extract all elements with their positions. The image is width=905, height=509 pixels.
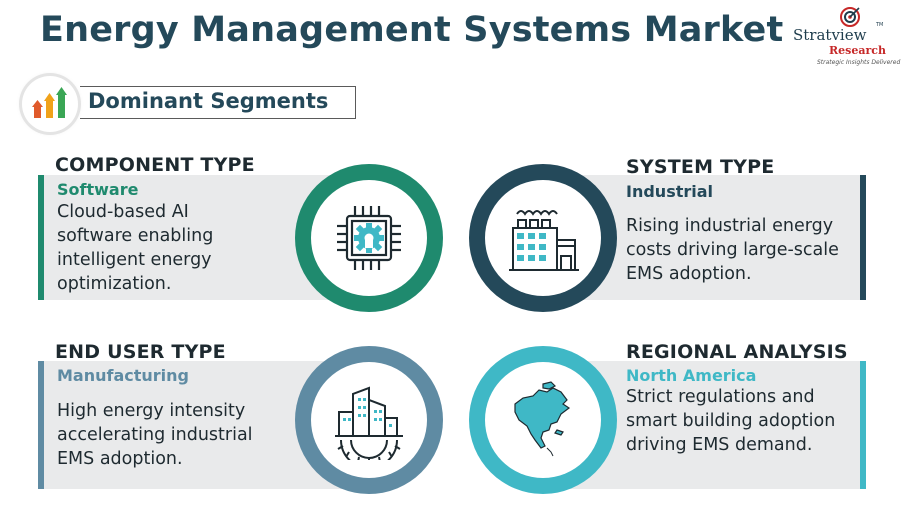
buildings-gear-icon xyxy=(335,386,403,460)
logo-trademark: TM xyxy=(876,22,884,28)
chip-gear-icon xyxy=(337,206,401,270)
page-title: Energy Management Systems Market xyxy=(40,10,784,50)
icon-ring xyxy=(469,164,617,312)
segment-value: Industrial xyxy=(626,182,714,201)
card-accent-bar xyxy=(38,361,44,489)
logo-tagline: Strategic Insights Delivered xyxy=(817,59,901,66)
section-label: Dominant Segments xyxy=(88,89,329,113)
card-accent-bar xyxy=(38,175,44,300)
logo-brand-text: Stratview xyxy=(793,26,867,44)
logo-research-text: Research xyxy=(829,44,886,57)
segment-description: Rising industrial energy costs driving l… xyxy=(626,216,839,284)
north-america-map-icon xyxy=(514,381,571,457)
segment-value: North America xyxy=(626,366,757,385)
icon-ring xyxy=(295,346,443,494)
segment-value: Manufacturing xyxy=(57,366,189,385)
card-accent-bar xyxy=(860,175,866,300)
segment-value: Software xyxy=(57,180,139,199)
segment-description: Cloud-based AI software enabling intelli… xyxy=(57,202,214,294)
growth-arrows-icon xyxy=(32,87,67,118)
icon-ring xyxy=(469,346,617,494)
segment-heading: SYSTEM TYPE xyxy=(626,156,775,178)
logo-target-icon xyxy=(840,7,860,27)
section-label-box xyxy=(80,86,356,119)
segment-description: High energy intensity accelerating indus… xyxy=(57,401,253,469)
icon-ring xyxy=(295,164,443,312)
growth-arrows-badge xyxy=(22,76,78,132)
segment-heading: COMPONENT TYPE xyxy=(55,154,255,176)
segment-description: Strict regulations and smart building ad… xyxy=(626,387,836,455)
segment-heading: REGIONAL ANALYSIS xyxy=(626,341,848,363)
brand-logo: Stratview TM Research Strategic Insights… xyxy=(793,7,901,68)
card-accent-bar xyxy=(860,361,866,489)
segment-heading: END USER TYPE xyxy=(55,341,226,363)
factory-icon xyxy=(509,210,579,271)
